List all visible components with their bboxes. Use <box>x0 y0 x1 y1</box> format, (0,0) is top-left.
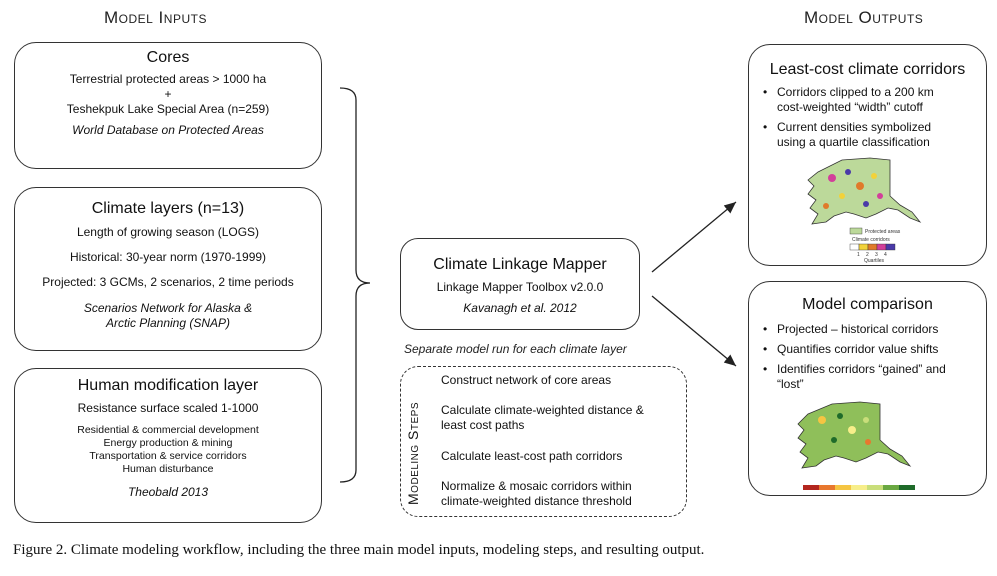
legend-protected-swatch <box>849 227 863 235</box>
arrow-to-corridors <box>651 201 737 273</box>
map-dot <box>863 417 869 423</box>
quartile-swatch <box>885 243 896 251</box>
cores-box: Cores Terrestrial protected areas > 1000… <box>14 42 322 169</box>
step-text: Construct network of core areas <box>441 373 612 387</box>
model-comparison-box: Model comparison Projected – historical … <box>748 281 987 496</box>
quartile-swatch <box>867 243 878 251</box>
cores-source: World Database on Protected Areas <box>72 123 264 137</box>
human-item: Transportation & service corridors <box>89 450 247 462</box>
climate-line2: Historical: 30-year norm (1970-1999) <box>69 250 267 264</box>
map-dot <box>877 193 883 199</box>
bullet-item: Corridors clipped to a 200 kmcost-weight… <box>763 85 976 115</box>
corridor-map-image: Protected areas Climate corridors 1 2 3 … <box>807 157 922 264</box>
climate-line3: Projected: 3 GCMs, 2 scenarios, 2 time p… <box>42 275 294 289</box>
arrow-to-comparison <box>651 295 737 367</box>
comparison-legend-swatch <box>851 485 867 490</box>
mapper-title: Climate Linkage Mapper <box>433 256 607 273</box>
quartile-swatch <box>876 243 887 251</box>
map-dot <box>839 193 845 199</box>
human-source: Theobald 2013 <box>127 485 209 499</box>
step-text: climate-weighted distance threshold <box>441 494 632 508</box>
bullet-item: Identifies corridors “gained” and“lost” <box>763 362 976 392</box>
climate-title: Climate layers (n=13) <box>91 200 245 217</box>
inputs-brace <box>339 87 371 483</box>
mapper-source: Kavanagh et al. 2012 <box>463 301 577 315</box>
linkage-mapper-box: Climate Linkage Mapper Linkage Mapper To… <box>400 238 640 330</box>
bullet-item: Projected – historical corridors <box>763 322 976 337</box>
comparison-bullets: Projected – historical corridors Quantif… <box>749 322 986 392</box>
map-dot <box>865 439 871 445</box>
mapper-line1: Linkage Mapper Toolbox v2.0.0 <box>436 280 604 294</box>
modeling-steps-box: Modeling Steps Construct network of core… <box>400 366 687 517</box>
model-run-note: Separate model run for each climate laye… <box>404 342 627 356</box>
comparison-legend-swatch <box>867 485 883 490</box>
quartile-swatch <box>849 243 860 251</box>
climate-layers-box: Climate layers (n=13) Length of growing … <box>14 187 322 351</box>
quartile-label: 1 <box>857 252 860 258</box>
legend-protected-label: Protected areas <box>865 229 901 235</box>
map-dot <box>856 182 864 190</box>
step-text: Calculate climate-weighted distance & <box>441 403 644 417</box>
step-text: least cost paths <box>441 418 525 432</box>
corridors-title: Least-cost climate corridors <box>769 61 966 78</box>
model-inputs-heading: Model Inputs <box>104 8 207 27</box>
map-dot <box>871 173 877 179</box>
step-4: Normalize & mosaic corridors within clim… <box>441 479 632 509</box>
comparison-legend-swatch <box>899 485 915 490</box>
quartile-label: 4 <box>884 252 887 258</box>
bullet-item: Quantifies corridor value shifts <box>763 342 976 357</box>
climate-source1: Scenarios Network for Alaska & <box>83 301 253 315</box>
cores-line2: Teshekpuk Lake Special Area (n=259) <box>66 102 270 116</box>
human-line1: Resistance surface scaled 1-1000 <box>77 401 259 415</box>
quartile-label: 2 <box>866 252 869 258</box>
step-1: Construct network of core areas <box>441 373 611 388</box>
figure-caption: Figure 2. Climate modeling workflow, inc… <box>13 542 705 558</box>
human-item: Energy production & mining <box>103 437 233 449</box>
alaska-map-shape <box>797 401 912 469</box>
human-modification-box: Human modification layer Resistance surf… <box>14 368 322 523</box>
cores-plus: + <box>164 87 172 101</box>
comparison-legend-swatch <box>819 485 835 490</box>
step-2: Calculate climate-weighted distance & le… <box>441 403 644 433</box>
map-dot <box>818 416 826 424</box>
map-dot <box>831 437 837 443</box>
comparison-legend-swatch <box>835 485 851 490</box>
comparison-map-image <box>797 401 915 490</box>
climate-line1: Length of growing season (LOGS) <box>76 225 260 239</box>
alaska-map-shape <box>807 157 922 225</box>
map-dot <box>845 169 851 175</box>
step-text: Normalize & mosaic corridors within <box>441 479 632 493</box>
quartile-swatch <box>858 243 869 251</box>
quartile-label: 3 <box>875 252 878 258</box>
map-dot <box>828 174 836 182</box>
comparison-title: Model comparison <box>802 296 933 313</box>
model-outputs-heading: Model Outputs <box>804 8 924 27</box>
quartiles-label: Quartiles <box>864 258 885 264</box>
step-text: Calculate least-cost path corridors <box>441 449 623 463</box>
corridors-bullets: Corridors clipped to a 200 kmcost-weight… <box>749 85 986 150</box>
comparison-legend-swatch <box>883 485 899 490</box>
map-dot <box>863 201 869 207</box>
cores-title: Cores <box>146 49 190 66</box>
map-dot <box>837 413 843 419</box>
human-title: Human modification layer <box>77 377 259 394</box>
map-dot <box>823 203 829 209</box>
comparison-legend-swatch <box>803 485 819 490</box>
cores-line1: Terrestrial protected areas > 1000 ha <box>69 72 267 86</box>
human-item: Human disturbance <box>122 463 214 475</box>
least-cost-corridors-box: Least-cost climate corridors Corridors c… <box>748 44 987 266</box>
human-item: Residential & commercial development <box>77 424 259 436</box>
climate-source2: Arctic Planning (SNAP) <box>105 316 231 330</box>
map-dot <box>848 426 856 434</box>
legend-corridors-label: Climate corridors <box>852 237 890 243</box>
step-3: Calculate least-cost path corridors <box>441 449 622 464</box>
